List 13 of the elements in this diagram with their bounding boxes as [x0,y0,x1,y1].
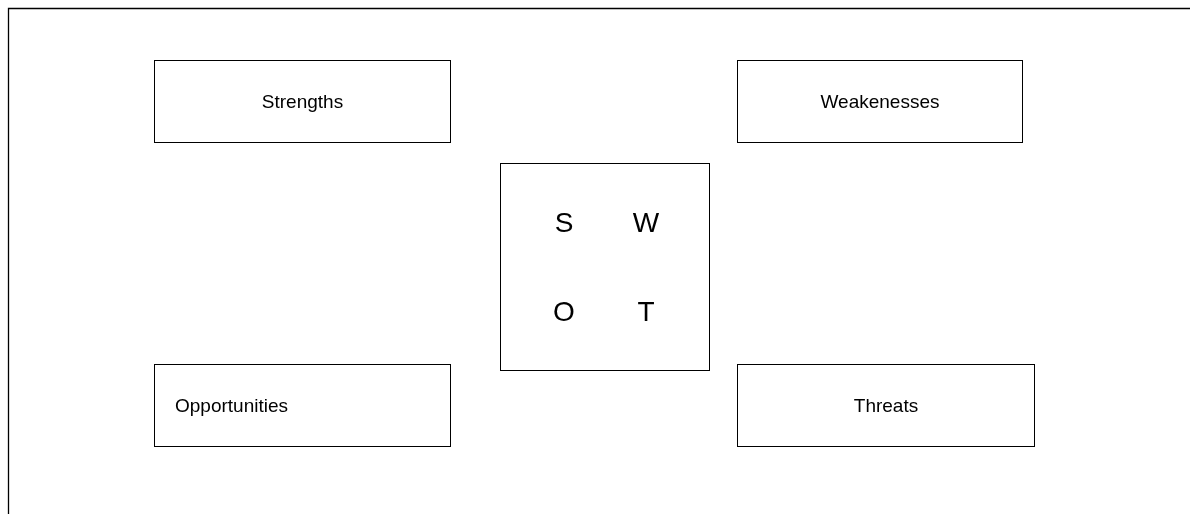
letter-label: T [636,295,656,328]
category-label: Weakenesses [820,90,940,113]
category-label: Strengths [261,90,344,113]
category-box [154,60,451,143]
category-box [737,60,1023,143]
category-box [737,364,1035,447]
letter-label: W [631,206,661,239]
letter-grid-box [500,163,710,371]
category-label: Opportunities [175,394,288,417]
category-label: Threats [853,394,919,417]
letter-label: S [553,206,575,239]
letter-label: O [552,295,576,328]
category-box [154,364,451,447]
